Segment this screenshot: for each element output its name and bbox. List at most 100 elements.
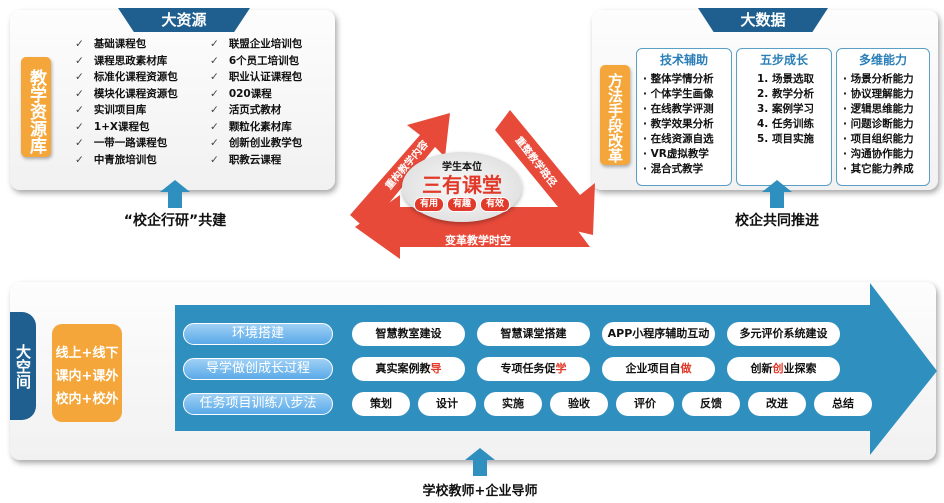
step-pill: 策划 [352,392,410,416]
center-tag: 有趣 [446,197,477,212]
mode-item: 校内+校外 [55,392,119,407]
check-icon: ✓ [75,54,84,67]
resource-item-label: 活页式教材 [228,104,282,116]
step-pill: 总结 [814,392,872,416]
bigdata-box: 多维能力· 场景分析能力· 协议理解能力· 逻辑思维能力· 问题诊断能力· 项目… [836,48,930,186]
resource-item-label: 颗粒化素材库 [228,120,292,133]
bigdata-item: · 场景分析能力 [843,73,914,85]
step-pill: 改进 [748,392,806,416]
space-side-label: 大空间 [10,312,36,420]
process-pill: 企业项目自做 [602,357,715,381]
check-icon: ✓ [75,71,84,83]
step-pill: 验收 [550,392,608,416]
up-arrow-icon [465,448,495,476]
up-arrow-icon [762,180,792,208]
bigdata-box-title: 五步成长 [759,53,808,67]
row-label: 导学做创成长过程 [183,358,333,380]
resources-side-label: 教学资源库 [21,57,51,157]
resource-item-label: 职业认证课程包 [228,71,303,83]
resource-item-label: 课程思政素材库 [93,54,168,67]
bigdata-item: · 在线教学评测 [643,103,714,115]
check-icon: ✓ [210,71,219,83]
resource-item: ✓ 标准化课程资源包 [75,69,178,86]
arrow-restructure-content [350,113,450,230]
pill-text: APP小程序辅助互动 [607,327,710,340]
check-icon: ✓ [210,104,219,116]
process-pill: APP小程序辅助互动 [602,322,715,346]
center-title: 三有课堂 [422,173,502,197]
bigdata-card: 大数据 方法手段改革 技术辅助· 整体学情分析· 个体学生画像· 在线教学评测·… [592,8,938,190]
process-pill: 智慧教室建设 [352,322,465,346]
bigdata-item: 2. 教学分析 [757,88,814,100]
resources-caption: “校企行研”共建 [123,213,227,229]
check-icon: ✓ [75,120,84,133]
resource-item: ✓创新创业教学包 [210,135,302,152]
mode-item: 课内+课外 [55,369,119,384]
center-subtitle: 学生本位 [442,162,482,173]
check-icon: ✓ [75,153,84,166]
resource-item: ✓ 实训项目库 [75,102,178,119]
bigdata-item: · VR虚拟教学 [643,148,709,160]
process-pill: 创新创业探索 [727,357,840,381]
process-pill: 专项任务促学 [477,357,590,381]
up-arrow-icon [160,180,190,208]
bigdata-caption: 校企共同推进 [735,213,819,229]
arrow-reorganize-path [495,110,595,235]
bigdata-item: 4. 任务训练 [757,118,814,130]
resource-item: ✓ 联盟企业培训包 [210,36,302,53]
check-icon: ✓ [210,120,219,133]
bigdata-title: 大数据 [698,8,828,32]
resource-item-label: 标准化课程资源包 [93,71,178,83]
space-caption: 学校教师+企业导师 [422,484,538,499]
resource-item: ✓一带一路课程包 [75,135,178,152]
resource-item: ✓模块化课程资源包 [75,86,178,103]
pill-text: 智慧教室建设 [375,327,442,340]
resource-item-label: 职教云课程 [228,153,282,166]
resource-item: ✓ 课程思政素材库 [75,53,178,70]
resources-left-list: ✓基础课程包✓课程思政素材库✓标准化课程资源包✓模块化课程资源包✓实训项目库✓1… [75,36,178,168]
check-icon: ✓ [210,54,219,67]
three-have-classroom: 学生本位 三有课堂 有用有趣有效 [402,152,522,222]
bigdata-item: · 在线资源自选 [643,133,714,145]
highlight-char: 学 [555,362,567,375]
row-label: 环境搭建 [183,323,333,345]
resources-right-list: ✓联盟企业培训包✓6个员工培训包✓职业认证课程包✓020课程✓活页式教材✓颗粒化… [210,36,302,168]
bigdata-item: · 沟通协作能力 [843,148,914,160]
resource-item: ✓ 颗粒化素材库 [210,119,302,136]
step-pill: 实施 [484,392,542,416]
space-modes: 线上+线下 课内+课外 校内+校外 [52,324,122,422]
check-icon: ✓ [75,38,84,50]
resource-item: ✓中青旅培训包 [75,152,178,169]
bigdata-box-title: 多维能力 [858,53,907,67]
resources-title: 大资源 [118,8,250,32]
bigdata-item: · 混合式教学 [643,163,704,175]
resource-item-label: 联盟企业培训包 [228,38,303,50]
arrow-reform-time-space [355,195,590,259]
resource-item-label: 基础课程包 [93,38,147,50]
bigdata-item: · 整体学情分析 [643,73,714,85]
step-pill: 评价 [616,392,674,416]
bigdata-item: · 教学效果分析 [643,118,714,130]
check-icon: ✓ [210,153,219,166]
bigdata-side-label: 方法手段改革 [600,65,630,165]
resource-item-label: 实训项目库 [93,104,147,116]
bigdata-item: · 逻辑思维能力 [843,103,914,115]
bigdata-box-title: 技术辅助 [659,53,708,67]
step-pill: 设计 [418,392,476,416]
resource-item: ✓1+X课程包 [75,119,178,136]
center-tag: 有效 [480,197,511,212]
bigdata-box: 技术辅助· 整体学情分析· 个体学生画像· 在线教学评测· 教学效果分析· 在线… [636,48,732,186]
step-pill: 反馈 [682,392,740,416]
highlight-char: 做 [680,362,692,375]
pill-text: 智慧课堂搭建 [500,327,567,340]
bigdata-item: · 协议理解能力 [843,88,914,100]
check-icon: ✓ [210,38,219,50]
pill-text: 真实案例教 [375,362,431,375]
process-pill: 真实案例教导 [352,357,465,381]
check-icon: ✓ [75,104,84,116]
bigdata-item: 5. 项目实施 [757,133,814,145]
resource-item: ✓6个员工培训包 [210,53,302,70]
resource-item: ✓ 活页式教材 [210,102,302,119]
resource-item: ✓020课程 [210,86,302,103]
